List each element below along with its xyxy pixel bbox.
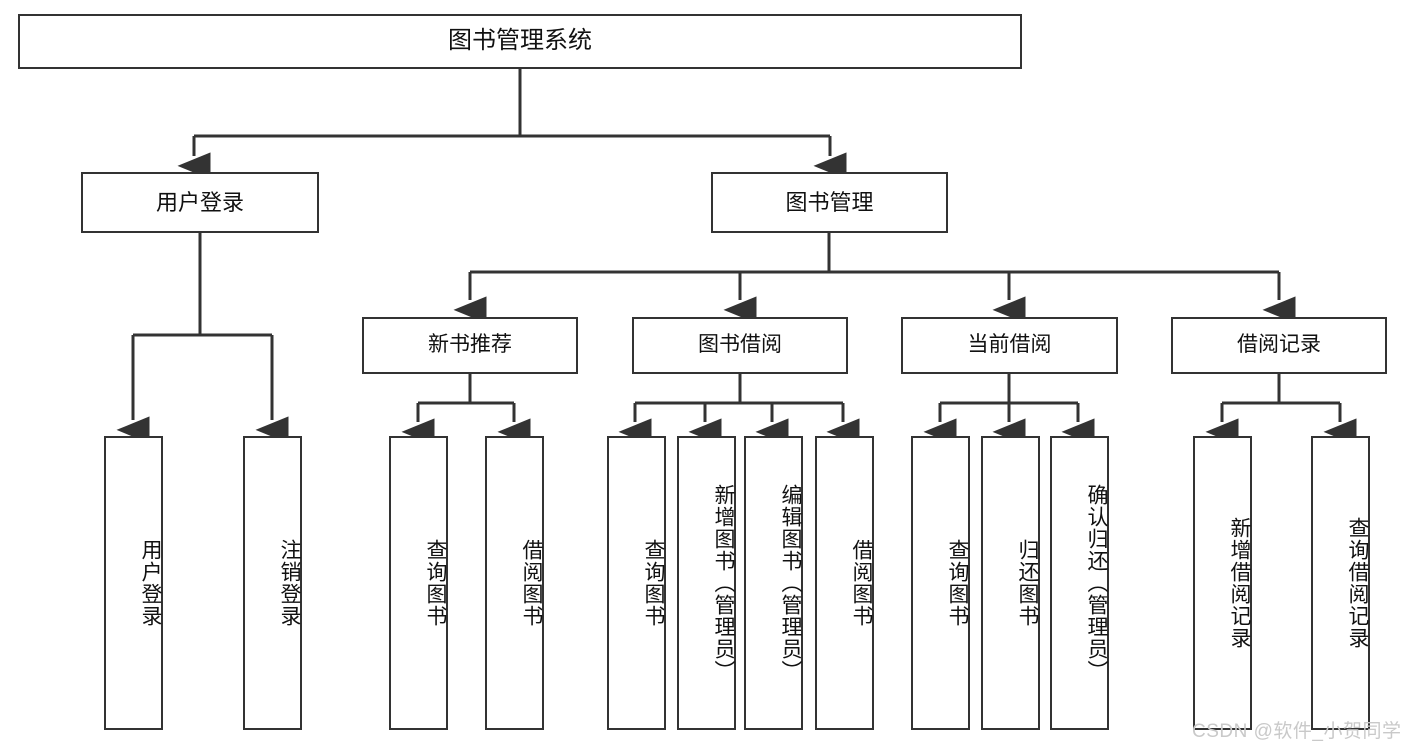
node-label: 归还图书 <box>1016 539 1039 627</box>
leaf-current-return-book[interactable]: 归还图书 <box>981 436 1040 730</box>
node-current-borrow[interactable]: 当前借阅 <box>901 317 1118 374</box>
node-borrow-record[interactable]: 借阅记录 <box>1171 317 1387 374</box>
leaf-current-query-book[interactable]: 查询图书 <box>911 436 970 730</box>
node-label: 用户登录 <box>139 539 162 627</box>
leaf-current-confirm-return-admin[interactable]: 确认归还（管理员） <box>1050 436 1109 730</box>
node-label: 查询图书 <box>946 539 969 627</box>
node-book-management[interactable]: 图书管理 <box>711 172 948 233</box>
node-label: 确认归还（管理员） <box>1085 484 1108 682</box>
node-label: 查询借阅记录 <box>1346 517 1369 649</box>
leaf-borrow-edit-book-admin[interactable]: 编辑图书（管理员） <box>744 436 803 730</box>
node-label: 借阅图书 <box>520 539 543 627</box>
leaf-borrow-query-book[interactable]: 查询图书 <box>607 436 666 730</box>
leaf-user-login[interactable]: 用户登录 <box>104 436 163 730</box>
node-label: 新增图书（管理员） <box>712 484 735 682</box>
node-label: 借阅记录 <box>1237 333 1321 357</box>
leaf-newbook-borrow-book[interactable]: 借阅图书 <box>485 436 544 730</box>
node-label: 图书管理系统 <box>448 27 592 55</box>
leaf-borrow-add-book-admin[interactable]: 新增图书（管理员） <box>677 436 736 730</box>
node-user-login[interactable]: 用户登录 <box>81 172 319 233</box>
node-label: 注销登录 <box>278 539 301 627</box>
node-label: 编辑图书（管理员） <box>779 484 802 682</box>
node-root-book-management-system[interactable]: 图书管理系统 <box>18 14 1022 69</box>
node-label: 查询图书 <box>642 539 665 627</box>
leaf-logout[interactable]: 注销登录 <box>243 436 302 730</box>
node-label: 借阅图书 <box>850 539 873 627</box>
csdn-watermark: CSDN @软件_小贺同学 <box>1192 721 1402 742</box>
node-label: 图书借阅 <box>698 333 782 357</box>
node-label: 图书管理 <box>785 189 874 215</box>
node-label: 当前借阅 <box>967 333 1052 357</box>
leaf-borrow-borrow-book[interactable]: 借阅图书 <box>815 436 874 730</box>
node-label: 新书推荐 <box>428 333 512 357</box>
node-label: 查询图书 <box>424 539 447 627</box>
node-new-book-recommend[interactable]: 新书推荐 <box>362 317 578 374</box>
leaf-record-query-record[interactable]: 查询借阅记录 <box>1311 436 1370 730</box>
node-book-borrow[interactable]: 图书借阅 <box>632 317 848 374</box>
leaf-newbook-query-book[interactable]: 查询图书 <box>389 436 448 730</box>
node-label: 用户登录 <box>155 189 244 215</box>
node-label: 新增借阅记录 <box>1228 517 1251 649</box>
leaf-record-add-record[interactable]: 新增借阅记录 <box>1193 436 1252 730</box>
